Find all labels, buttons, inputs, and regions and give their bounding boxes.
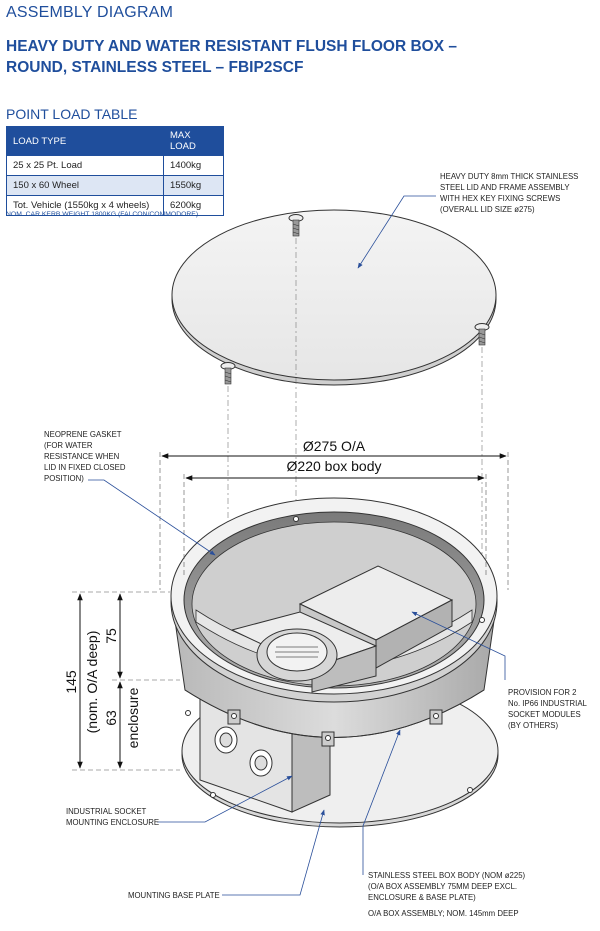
product-title-line-1: HEAVY DUTY AND WATER RESISTANT FLUSH FLO… xyxy=(6,38,457,55)
socket-module xyxy=(230,611,378,693)
leader-lines xyxy=(88,195,506,896)
enclosure-callout: INDUSTRIAL SOCKET MOUNTING ENCLOSURE xyxy=(66,807,160,827)
upper-height-label: 75 xyxy=(103,628,119,644)
box-body-note: O/A BOX ASSEMBLY; NOM. 145mm DEEP xyxy=(368,909,519,918)
load-table-title: POINT LOAD TABLE xyxy=(6,106,138,122)
gasket-callout: NEOPRENE GASKET (FOR WATER RESISTANCE WH… xyxy=(44,430,126,483)
box-body-callout: STAINLESS STEEL BOX BODY (NOM ø225) (O/A… xyxy=(368,870,593,919)
cell-load-type: 25 x 25 Pt. Load xyxy=(6,155,164,176)
lid-callout: HEAVY DUTY 8mm THICK STAINLESS STEEL LID… xyxy=(440,172,579,214)
body-diameter-label: Ø220 box body xyxy=(287,458,382,474)
fixing-tab-icon xyxy=(227,709,241,725)
section-title: ASSEMBLY DIAGRAM xyxy=(6,4,174,21)
lower-height-note: enclosure xyxy=(125,687,141,748)
cable-gland-icon xyxy=(249,749,273,777)
dimension-lines xyxy=(72,452,509,771)
hex-key-screw-icon xyxy=(474,323,490,346)
cell-max-load: 1550kg xyxy=(163,175,224,196)
socket-provision-callout: PROVISION FOR 2 No. IP66 INDUSTRIAL SOCK… xyxy=(508,688,587,730)
table-row: 25 x 25 Pt. Load 1400kg xyxy=(6,155,224,176)
col-header-load-type: LOAD TYPE xyxy=(6,126,164,156)
point-load-table: LOAD TYPE MAX LOAD 25 x 25 Pt. Load 1400… xyxy=(6,126,224,216)
product-title: HEAVY DUTY AND WATER RESISTANT FLUSH FLO… xyxy=(6,36,457,78)
cell-load-type: Tot. Vehicle (1550kg x 4 wheels) xyxy=(6,195,164,216)
rotary-socket-cover-icon xyxy=(256,628,338,682)
base-plate-callout: MOUNTING BASE PLATE xyxy=(128,891,220,900)
overall-height-note: (nom. O/A deep) xyxy=(84,631,100,734)
cell-max-load: 1400kg xyxy=(163,155,224,176)
table-header-row: LOAD TYPE MAX LOAD xyxy=(6,126,224,156)
hex-key-screw-icon xyxy=(220,362,236,385)
cell-load-type: 150 x 60 Wheel xyxy=(6,175,164,196)
cable-gland-icon xyxy=(214,726,238,754)
table-row: 150 x 60 Wheel 1550kg xyxy=(6,175,224,196)
lower-height-label: 63 xyxy=(103,710,119,726)
hex-key-screw-icon xyxy=(288,214,304,237)
cell-max-load: 6200kg xyxy=(163,195,224,216)
overall-height-label: 145 xyxy=(63,670,79,694)
table-row: Tot. Vehicle (1550kg x 4 wheels) 6200kg xyxy=(6,195,224,216)
outer-diameter-label: Ø275 O/A xyxy=(303,438,366,454)
product-title-line-2: ROUND, STAINLESS STEEL – FBIP2SCF xyxy=(6,59,304,76)
lid xyxy=(171,209,497,386)
fixing-tab-icon xyxy=(321,731,335,747)
kerb-weight-note: NOM. CAR KERB WEIGHT 1800KG (FALCON/COMM… xyxy=(6,211,199,218)
fixing-tab-icon xyxy=(429,709,443,725)
